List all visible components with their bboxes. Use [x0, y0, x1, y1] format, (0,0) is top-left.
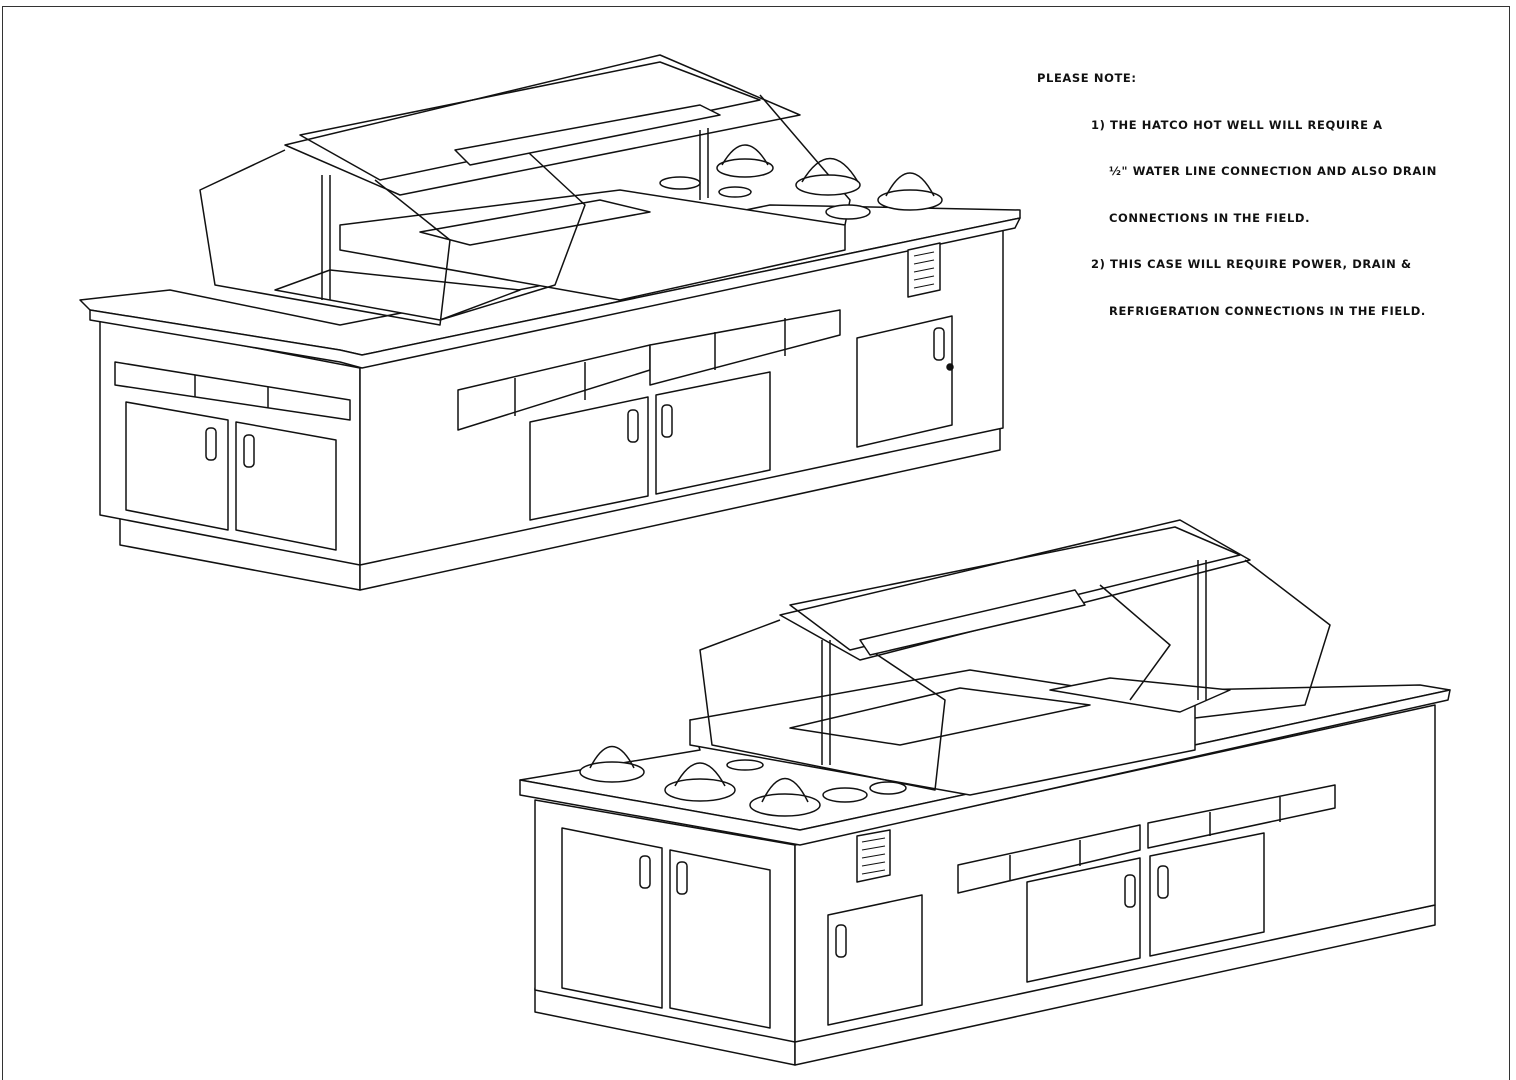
door — [530, 397, 648, 520]
door — [236, 422, 336, 550]
side-shelf-2 — [650, 310, 840, 385]
door — [1150, 833, 1264, 956]
bowl — [717, 159, 773, 177]
door-handle — [244, 435, 254, 467]
sheet-border — [2, 6, 1510, 1080]
bowl — [878, 190, 942, 210]
cold-well — [275, 270, 520, 320]
cold-well — [1050, 678, 1230, 712]
side-shelf-1 — [958, 825, 1140, 893]
general-notes: PLEASE NOTE: 1) THE HATCO HOT WELL WILL … — [1037, 40, 1437, 350]
counter-top-edge — [520, 690, 1450, 845]
note-2-line-2: REFRIGERATION CONNECTIONS IN THE FIELD. — [1109, 303, 1426, 318]
counter-view-1 — [80, 55, 1020, 590]
door-handle — [934, 328, 944, 360]
bowl — [665, 779, 735, 801]
sneeze-guard-canopy — [780, 520, 1250, 660]
door-handle — [628, 410, 638, 442]
door — [828, 895, 922, 1025]
sneeze-guard-top — [300, 62, 760, 180]
hot-well — [420, 200, 650, 245]
bowl — [727, 760, 763, 770]
bowl — [796, 175, 860, 195]
counter-view-2 — [520, 520, 1450, 1065]
door — [857, 316, 952, 447]
bowl — [580, 762, 644, 782]
note-1-line-2: ½" WATER LINE CONNECTION AND ALSO DRAIN — [1109, 164, 1437, 178]
bowl — [870, 782, 906, 794]
door — [562, 828, 662, 1008]
door-handle — [640, 856, 650, 888]
bowl — [826, 205, 870, 219]
heat-lamp — [455, 105, 720, 165]
door — [126, 402, 228, 530]
bowl — [823, 788, 867, 802]
note-1-line-3: CONNECTIONS IN THE FIELD. — [1109, 210, 1311, 225]
bowl — [660, 177, 700, 189]
door-handle — [662, 405, 672, 437]
counter-top-edge — [90, 218, 1020, 368]
door — [656, 372, 770, 494]
note-2-line-1: 2) THIS CASE WILL REQUIRE POWER, DRAIN & — [1091, 257, 1412, 271]
door-handle — [206, 428, 216, 460]
door-handle — [836, 925, 846, 957]
notes-heading: PLEASE NOTE: — [1037, 71, 1137, 85]
sneeze-guard-canopy — [285, 55, 800, 195]
door-handle — [1158, 866, 1168, 898]
side-shelf-2 — [1148, 785, 1335, 848]
door-handle — [1125, 875, 1135, 907]
bowl — [719, 187, 751, 197]
heat-lamp — [860, 590, 1085, 655]
sneeze-guard-top — [790, 527, 1240, 650]
door — [1027, 858, 1140, 982]
end-shelf — [115, 362, 350, 420]
note-1-line-1: 1) THE HATCO HOT WELL WILL REQUIRE A — [1091, 117, 1383, 132]
raised-well — [340, 190, 845, 300]
door — [670, 850, 770, 1028]
hot-well — [790, 688, 1090, 745]
bowl — [750, 794, 820, 816]
door-handle — [677, 862, 687, 894]
